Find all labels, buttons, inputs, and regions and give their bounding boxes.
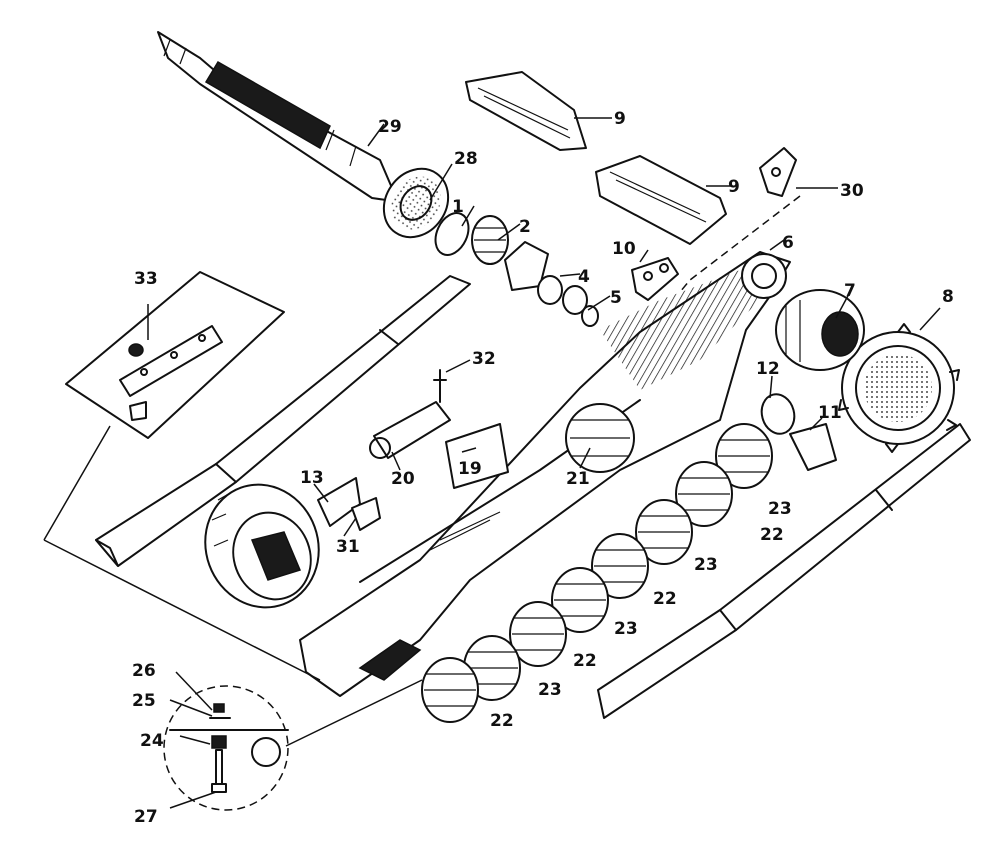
callout-22c: 22 [573,651,597,671]
callout-22a: 22 [760,525,784,545]
grease-fitting-32 [433,369,447,403]
track-grouser-lower [595,155,727,245]
callout-31: 31 [336,537,360,557]
callout-29: 29 [378,117,402,137]
bracket-13 [317,477,361,527]
track-rollers-set [421,423,773,723]
track-roller [509,601,567,667]
callout-32: 32 [472,349,496,369]
carrier-roller-21 [565,403,635,473]
track-guard-rail-left [95,275,471,567]
chain-assembly-leader [679,195,801,293]
track-roller [675,461,733,527]
callout-9-lower: 9 [728,177,740,197]
callout-21: 21 [566,469,590,489]
callout-24: 24 [140,731,164,751]
callout-12: 12 [756,359,780,379]
leader-lines [147,117,941,809]
chain-link-30 [759,147,797,197]
track-roller [551,567,609,633]
callout-28: 28 [454,149,478,169]
guard-plate-11 [789,423,837,471]
callout-27: 27 [134,807,158,827]
sprocket-wheel-part [838,323,960,453]
callout-23c: 23 [614,619,638,639]
track-roller [591,533,649,599]
chain-link-10 [631,257,679,301]
drive-hub-part [775,289,865,371]
bearing-plate-part [382,167,450,239]
callout-8: 8 [942,287,954,307]
axle-shaft-part [157,31,393,201]
callout-25: 25 [132,691,156,711]
callout-5: 5 [610,288,622,308]
callout-2: 2 [519,217,531,237]
clamp-31 [351,497,381,531]
callout-labels: 1 2 4 5 6 7 8 9 9 10 11 12 13 19 20 21 2… [132,109,954,827]
callout-19: 19 [458,459,482,479]
callout-26: 26 [132,661,156,681]
callout-23d: 23 [538,680,562,700]
callout-30: 30 [840,181,864,201]
track-roller [635,499,693,565]
callout-1: 1 [452,197,464,217]
callout-23a: 23 [768,499,792,519]
callout-10: 10 [612,239,636,259]
idler-wheel-part [204,483,320,609]
callout-13: 13 [300,468,324,488]
callout-9-upper: 9 [614,109,626,129]
track-guard-rail-right [597,423,971,719]
roller-bearing-part [471,215,549,291]
callout-11: 11 [818,403,842,423]
track-roller [715,423,773,489]
callout-20: 20 [391,469,415,489]
callout-23b: 23 [694,555,718,575]
track-roller [421,657,479,723]
track-grouser-upper [465,71,587,151]
callout-7: 7 [844,281,856,301]
inset-panel-33 [43,271,321,681]
callout-4: 4 [578,267,590,287]
detail-circle-bolt [163,679,423,811]
callout-22b: 22 [653,589,677,609]
track-frame-main [299,251,791,697]
callout-33: 33 [134,269,158,289]
callout-6: 6 [782,233,794,253]
tension-cylinder-20 [369,401,451,459]
race-rings-part [537,275,599,327]
seal-ring-part [434,212,470,256]
plate-19 [445,423,509,489]
callout-22d: 22 [490,711,514,731]
o-ring-12 [760,393,796,435]
